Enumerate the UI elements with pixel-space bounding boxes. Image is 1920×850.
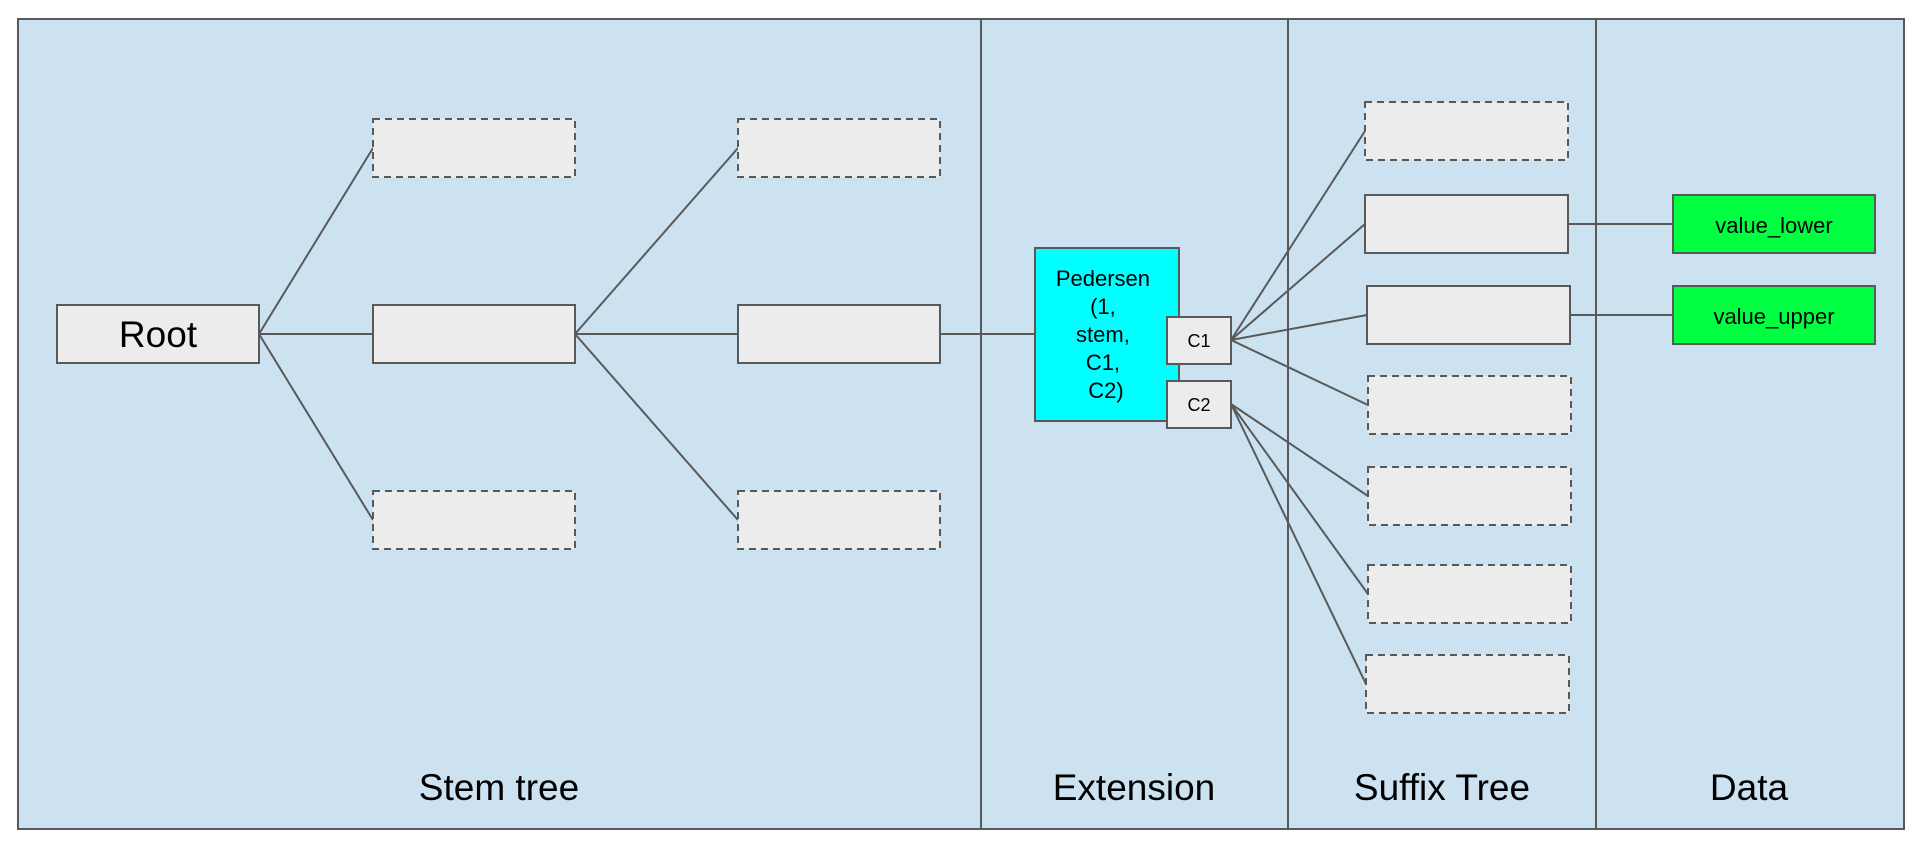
edge-c2-suffix-5 bbox=[1230, 403, 1369, 497]
edge-c1-suffix-4 bbox=[1230, 339, 1369, 406]
section-label-stem-tree: Stem tree bbox=[419, 767, 579, 808]
stem-node-placeholder bbox=[737, 118, 941, 178]
section-label-extension: Extension bbox=[1053, 767, 1216, 808]
commitment-node bbox=[1034, 247, 1180, 422]
suffix-node-placeholder bbox=[1367, 375, 1572, 435]
root-node bbox=[56, 304, 260, 364]
edge-c1-suffix-1 bbox=[1230, 130, 1366, 341]
suffix-node-placeholder bbox=[1367, 564, 1572, 624]
c2-label: C2 bbox=[1187, 395, 1210, 415]
commitment-label: Pedersen (1, stem, C1, C2) bbox=[1056, 266, 1156, 403]
stem-node-placeholder bbox=[737, 490, 941, 550]
suffix-node-placeholder bbox=[1367, 466, 1572, 526]
edge-mid-upper bbox=[574, 147, 739, 335]
edge-c1-suffix-2 bbox=[1230, 223, 1366, 341]
section-label-suffix-tree: Suffix Tree bbox=[1354, 767, 1530, 808]
section-label-data: Data bbox=[1710, 767, 1789, 808]
suffix-node bbox=[1366, 285, 1571, 345]
stem-node-placeholder bbox=[372, 490, 576, 550]
value-upper-node bbox=[1672, 285, 1876, 345]
c1-label: C1 bbox=[1187, 331, 1210, 351]
commitment-line: stem, bbox=[1076, 322, 1130, 347]
c2-node bbox=[1166, 380, 1232, 429]
diagram-background bbox=[17, 18, 1905, 830]
value-upper-label: value_upper bbox=[1713, 304, 1834, 329]
value-lower-label: value_lower bbox=[1715, 213, 1832, 238]
suffix-node-placeholder bbox=[1364, 101, 1569, 161]
suffix-node bbox=[1364, 194, 1569, 254]
commitment-line: C2) bbox=[1088, 378, 1123, 403]
commitment-line: Pedersen bbox=[1056, 266, 1150, 291]
commitment-line: C1, bbox=[1086, 350, 1120, 375]
edge-mid-lower bbox=[574, 333, 739, 521]
value-lower-node bbox=[1672, 194, 1876, 254]
edge-c2-suffix-6 bbox=[1230, 403, 1369, 595]
c1-node bbox=[1166, 316, 1232, 365]
commitment-line: (1, bbox=[1090, 294, 1116, 319]
stem-node bbox=[737, 304, 941, 364]
edge-root-upper bbox=[258, 147, 374, 335]
edges bbox=[258, 130, 1673, 685]
root-label: Root bbox=[119, 314, 198, 355]
stem-node bbox=[372, 304, 576, 364]
edge-c2-suffix-7 bbox=[1230, 403, 1367, 685]
edge-c1-suffix-3 bbox=[1230, 314, 1368, 341]
stem-node-placeholder bbox=[372, 118, 576, 178]
edge-root-lower bbox=[258, 333, 374, 521]
suffix-node-placeholder bbox=[1365, 654, 1570, 714]
